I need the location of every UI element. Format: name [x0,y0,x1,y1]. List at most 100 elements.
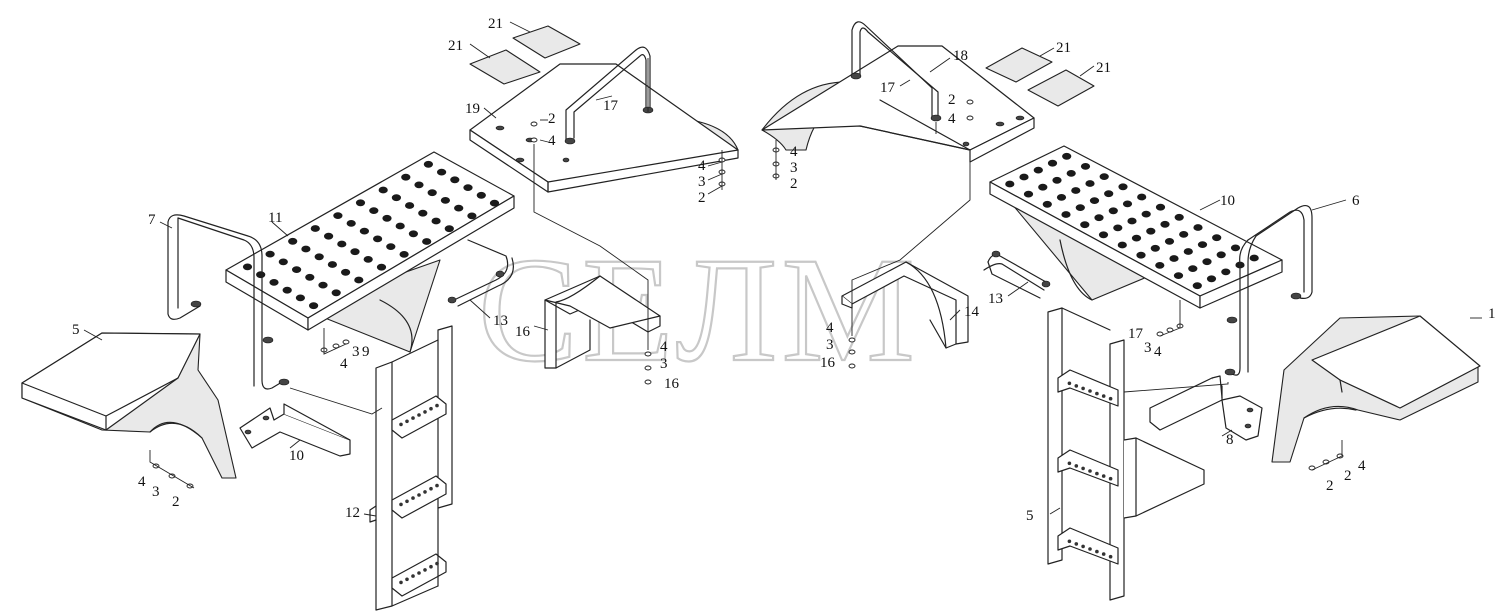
anti-slip-bump [1117,241,1127,249]
anti-slip-bump [444,225,454,233]
anti-slip-bump [292,266,302,273]
anti-slip-bump [1071,187,1081,194]
step-grip-dot [411,574,415,578]
part-11-anti-slip-bumps [242,160,500,310]
step-grip-dot [423,568,427,572]
anti-slip-bump [382,214,392,222]
label-16: 16 [664,376,680,392]
label-16: 16 [820,355,836,371]
anti-slip-bump [423,160,433,168]
part-15-left-bracket [544,275,661,369]
anti-slip-bump [1019,173,1029,181]
anti-slip-bump [1173,272,1184,279]
anti-slip-bump [346,220,356,227]
step-grip-dot [399,502,403,507]
part-5-step-grip [1067,381,1113,559]
label-2: 2 [172,494,180,510]
anti-slip-bump [1118,183,1128,191]
part-17-left-rail [564,46,654,145]
anti-slip-bump [422,238,432,245]
anti-slip-bump [1230,244,1241,252]
anti-slip-bump [1098,231,1109,239]
anti-slip-bump [1104,190,1114,198]
step-grip-dot [1095,391,1099,396]
anti-slip-bump [1052,176,1062,184]
anti-slip-bump [373,235,383,243]
part-7-left-handrail [167,214,290,390]
anti-slip-bump [355,199,366,207]
label-2: 2 [1326,478,1334,494]
part-1-right-fender [1271,315,1481,463]
label-16: 17 [1128,326,1144,342]
label-17: 17 [603,98,619,114]
anti-slip-bump [1085,180,1095,187]
label-10: 10 [1220,193,1235,209]
label-8: 8 [1226,432,1234,448]
anti-slip-bump [1099,173,1109,181]
label-4: 4 [340,356,348,372]
label-2: 2 [698,190,706,206]
label-3: 3 [152,484,160,500]
anti-slip-bump [359,227,369,235]
label-17: 17 [880,80,896,96]
step-grip-dot [399,422,403,427]
label-3: 3 [1144,340,1152,356]
step-grip-dot [1081,466,1085,471]
anti-slip-bump [324,232,334,240]
anti-slip-bump [476,191,486,199]
step-grip-dot [405,499,409,504]
anti-slip-bump [350,248,360,256]
anti-slip-bump [1080,163,1091,170]
anti-slip-bump [1108,207,1118,215]
step-grip-dot [429,564,433,569]
step-grip-dot [1074,464,1079,468]
anti-slip-bump [1249,254,1259,262]
step-grip-dot [1067,381,1072,386]
step-grip-dot [429,406,433,411]
anti-slip-bump [408,230,418,238]
anti-slip-bump [337,240,347,248]
anti-slip-bump [1127,217,1137,225]
anti-slip-bump [1179,231,1189,238]
step-grip-dot [1101,474,1106,478]
label-5: 5 [1026,508,1034,524]
anti-slip-bump [1164,238,1175,245]
part-18-right-upper-platform [761,45,1035,163]
anti-slip-bump [369,207,379,215]
step-grip-dot [405,419,409,424]
step-grip-dot [411,496,415,500]
step-grip-dot [1108,554,1113,559]
anti-slip-bump [1146,227,1156,235]
anti-slip-bump [1169,255,1179,262]
anti-slip-bump [256,271,266,279]
anti-slip-bump [1197,241,1208,249]
anti-slip-bump [1023,190,1034,198]
anti-slip-bump [1216,251,1226,259]
anti-slip-bump [278,258,288,266]
part-10-anti-slip-bumps [1005,152,1259,290]
label-21: 21 [1096,60,1111,76]
anti-slip-bump [318,281,328,289]
label-4: 4 [660,339,668,355]
label-2: 2 [548,111,556,127]
anti-slip-bump [1094,214,1104,222]
step-grip-dot [1081,386,1085,391]
anti-slip-bump [1141,210,1151,218]
step-grip-dot [1074,542,1079,546]
anti-slip-bump [1202,258,1212,266]
label-4: 4 [826,320,834,336]
anti-slip-bump [309,302,319,310]
anti-slip-bump [1056,194,1067,201]
label-13: 13 [493,313,508,329]
anti-slip-bump [378,186,388,194]
part-12-step-grip [399,403,439,585]
part-12-left-ladder [369,325,453,611]
label-2: 2 [948,92,956,108]
anti-slip-bump [327,261,337,268]
anti-slip-bump [1206,275,1217,283]
step-grip-dot [423,490,427,494]
anti-slip-bump [440,197,450,204]
anti-slip-bump [463,184,473,192]
anti-slip-bump [1080,221,1090,229]
